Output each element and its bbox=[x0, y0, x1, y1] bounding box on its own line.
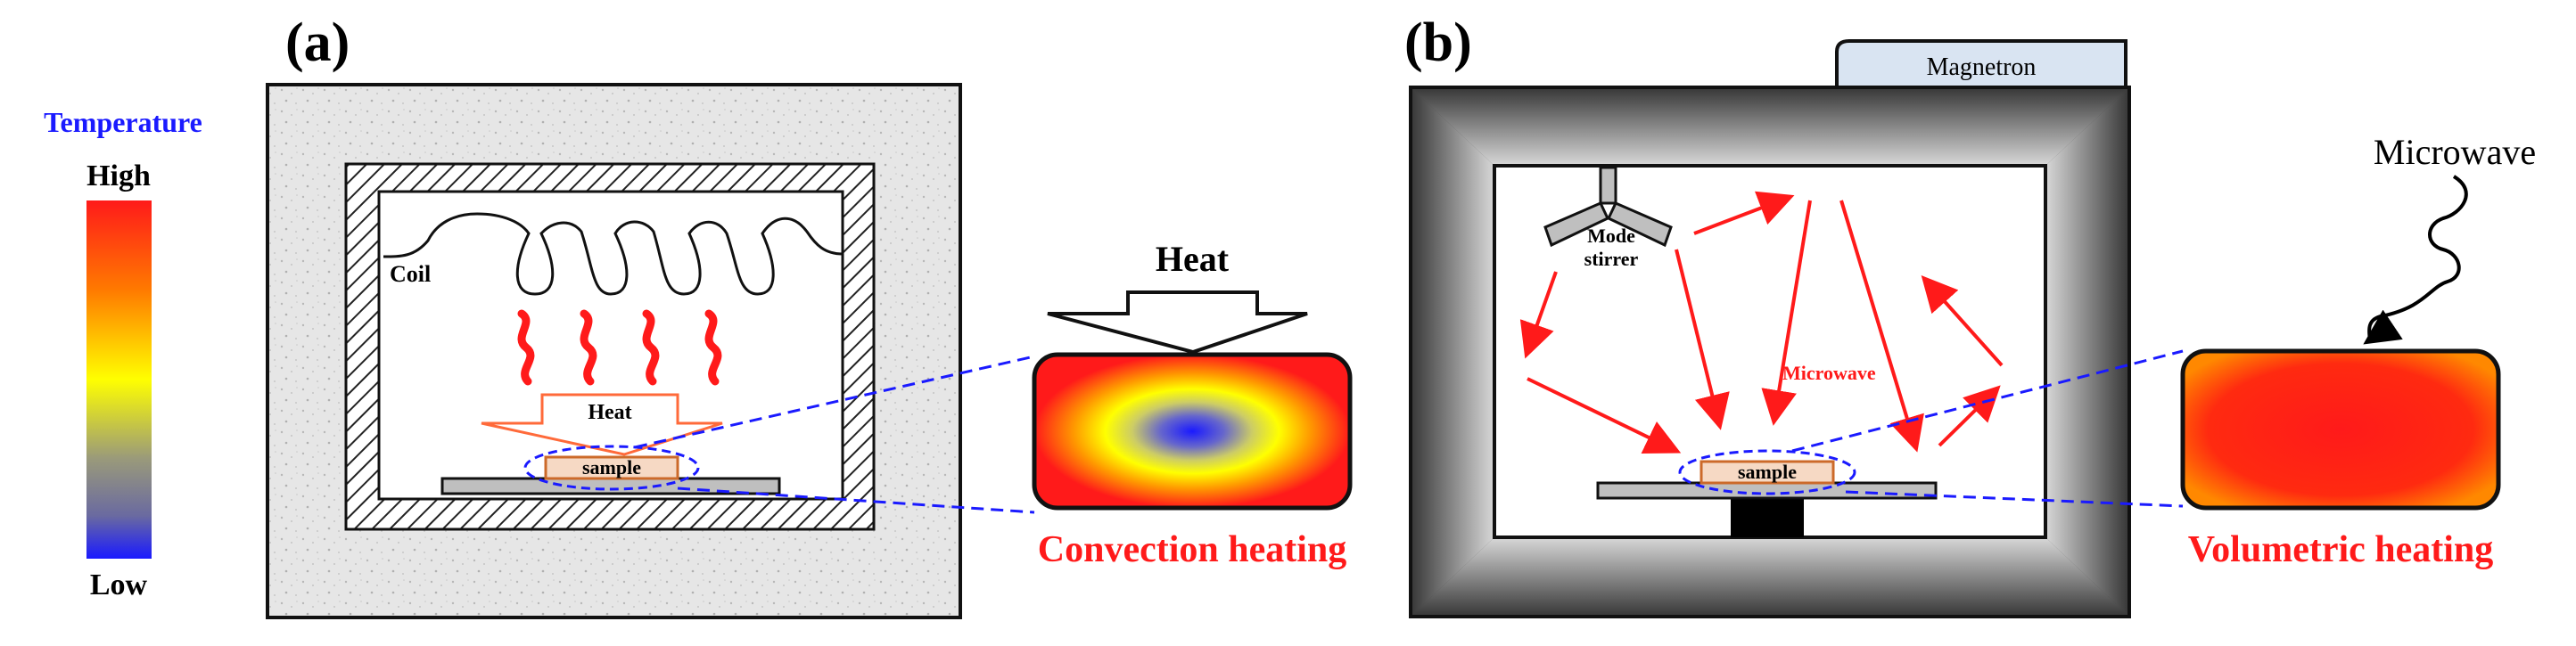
mode-stirrer-label-line2: stirrer bbox=[1584, 248, 1639, 270]
temperature-color-bar bbox=[86, 200, 152, 559]
coil-icon bbox=[383, 212, 844, 296]
sample-focus-ellipse-b bbox=[1678, 449, 1856, 495]
mode-stirrer-label-line1: Mode bbox=[1587, 225, 1635, 247]
coil-label: Coil bbox=[390, 261, 431, 287]
convection-heated-block bbox=[1032, 352, 1353, 511]
magnetron-label: Magnetron bbox=[1927, 53, 2037, 81]
heat-waves-icon bbox=[517, 309, 722, 386]
convection-heat-arrow-icon bbox=[1047, 290, 1308, 355]
sample-label-b: sample bbox=[1738, 461, 1797, 483]
sample-stand bbox=[1731, 497, 1804, 537]
zoom-lines-b bbox=[1791, 349, 2184, 508]
convection-caption: Convection heating bbox=[1038, 529, 1347, 570]
sample-plate-b bbox=[1596, 481, 1938, 500]
volumetric-heated-block bbox=[2180, 348, 2501, 511]
convection-heat-label: Heat bbox=[1156, 239, 1230, 279]
volumetric-detail: Microwave Volumetric heating bbox=[2180, 132, 2536, 570]
magnetron bbox=[1835, 39, 2127, 91]
panel-a: (a) Coil Heat sample bbox=[266, 12, 962, 619]
mode-stirrer-icon bbox=[1543, 166, 1673, 248]
microwave-reflection-arrows bbox=[1519, 191, 2004, 454]
microwave-wave-icon bbox=[2363, 175, 2468, 345]
legend-low-label: Low bbox=[90, 568, 148, 601]
panel-a-label: (a) bbox=[285, 12, 350, 73]
panel-b-label: (b) bbox=[1404, 12, 1472, 73]
furnace-heat-label: Heat bbox=[588, 401, 631, 424]
legend-title: Temperature bbox=[44, 106, 202, 138]
zoom-lines-a bbox=[634, 355, 1035, 514]
volumetric-microwave-label: Microwave bbox=[2374, 132, 2536, 172]
microwave-cavity-label: Microwave bbox=[1782, 362, 1876, 384]
sample-focus-ellipse-a bbox=[523, 445, 700, 491]
legend-high-label: High bbox=[86, 159, 151, 192]
volumetric-caption: Volumetric heating bbox=[2188, 529, 2494, 570]
convection-detail: Heat Convection heating bbox=[1032, 239, 1353, 570]
sample bbox=[544, 455, 679, 480]
sample-label-a: sample bbox=[582, 456, 641, 478]
panel-b: (b) Magnetron Mode stirrer bbox=[1404, 12, 2131, 618]
sample-b bbox=[1700, 460, 1835, 485]
temperature-legend: Temperature High Low bbox=[44, 106, 202, 601]
